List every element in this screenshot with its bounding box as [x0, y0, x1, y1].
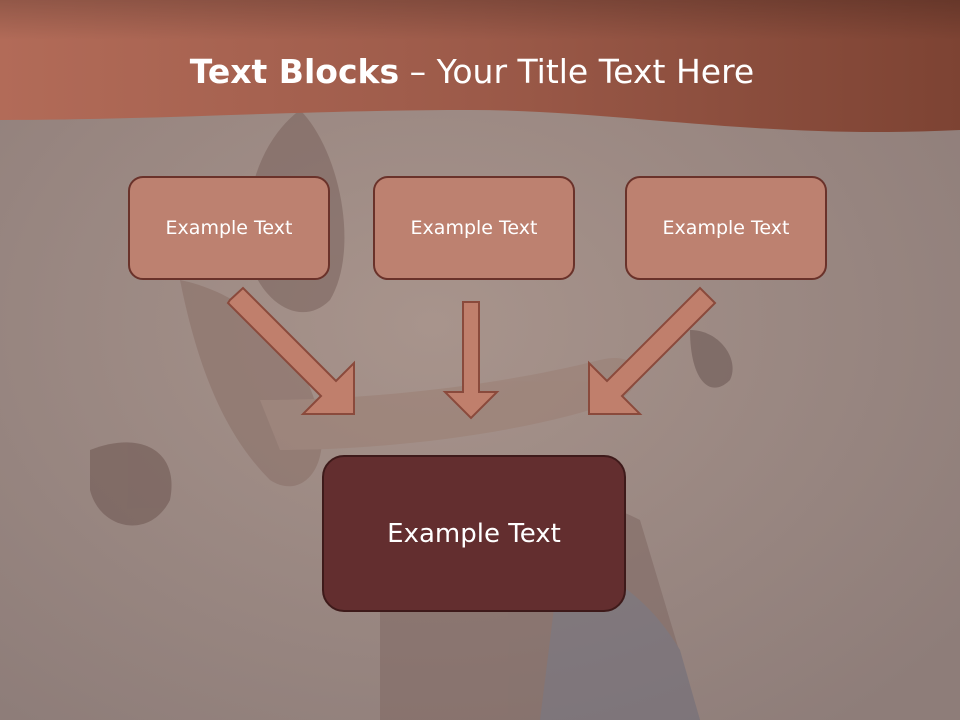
title-rest: Your Title Text Here	[436, 52, 755, 91]
text-block-3[interactable]: Example Text	[625, 176, 827, 280]
slide-title: Text Blocks – Your Title Text Here	[0, 52, 944, 91]
text-block-1[interactable]: Example Text	[128, 176, 330, 280]
text-block-main[interactable]: Example Text	[322, 455, 626, 612]
title-bold: Text Blocks	[189, 52, 400, 91]
text-block-2[interactable]: Example Text	[373, 176, 575, 280]
title-dash: –	[399, 52, 437, 91]
